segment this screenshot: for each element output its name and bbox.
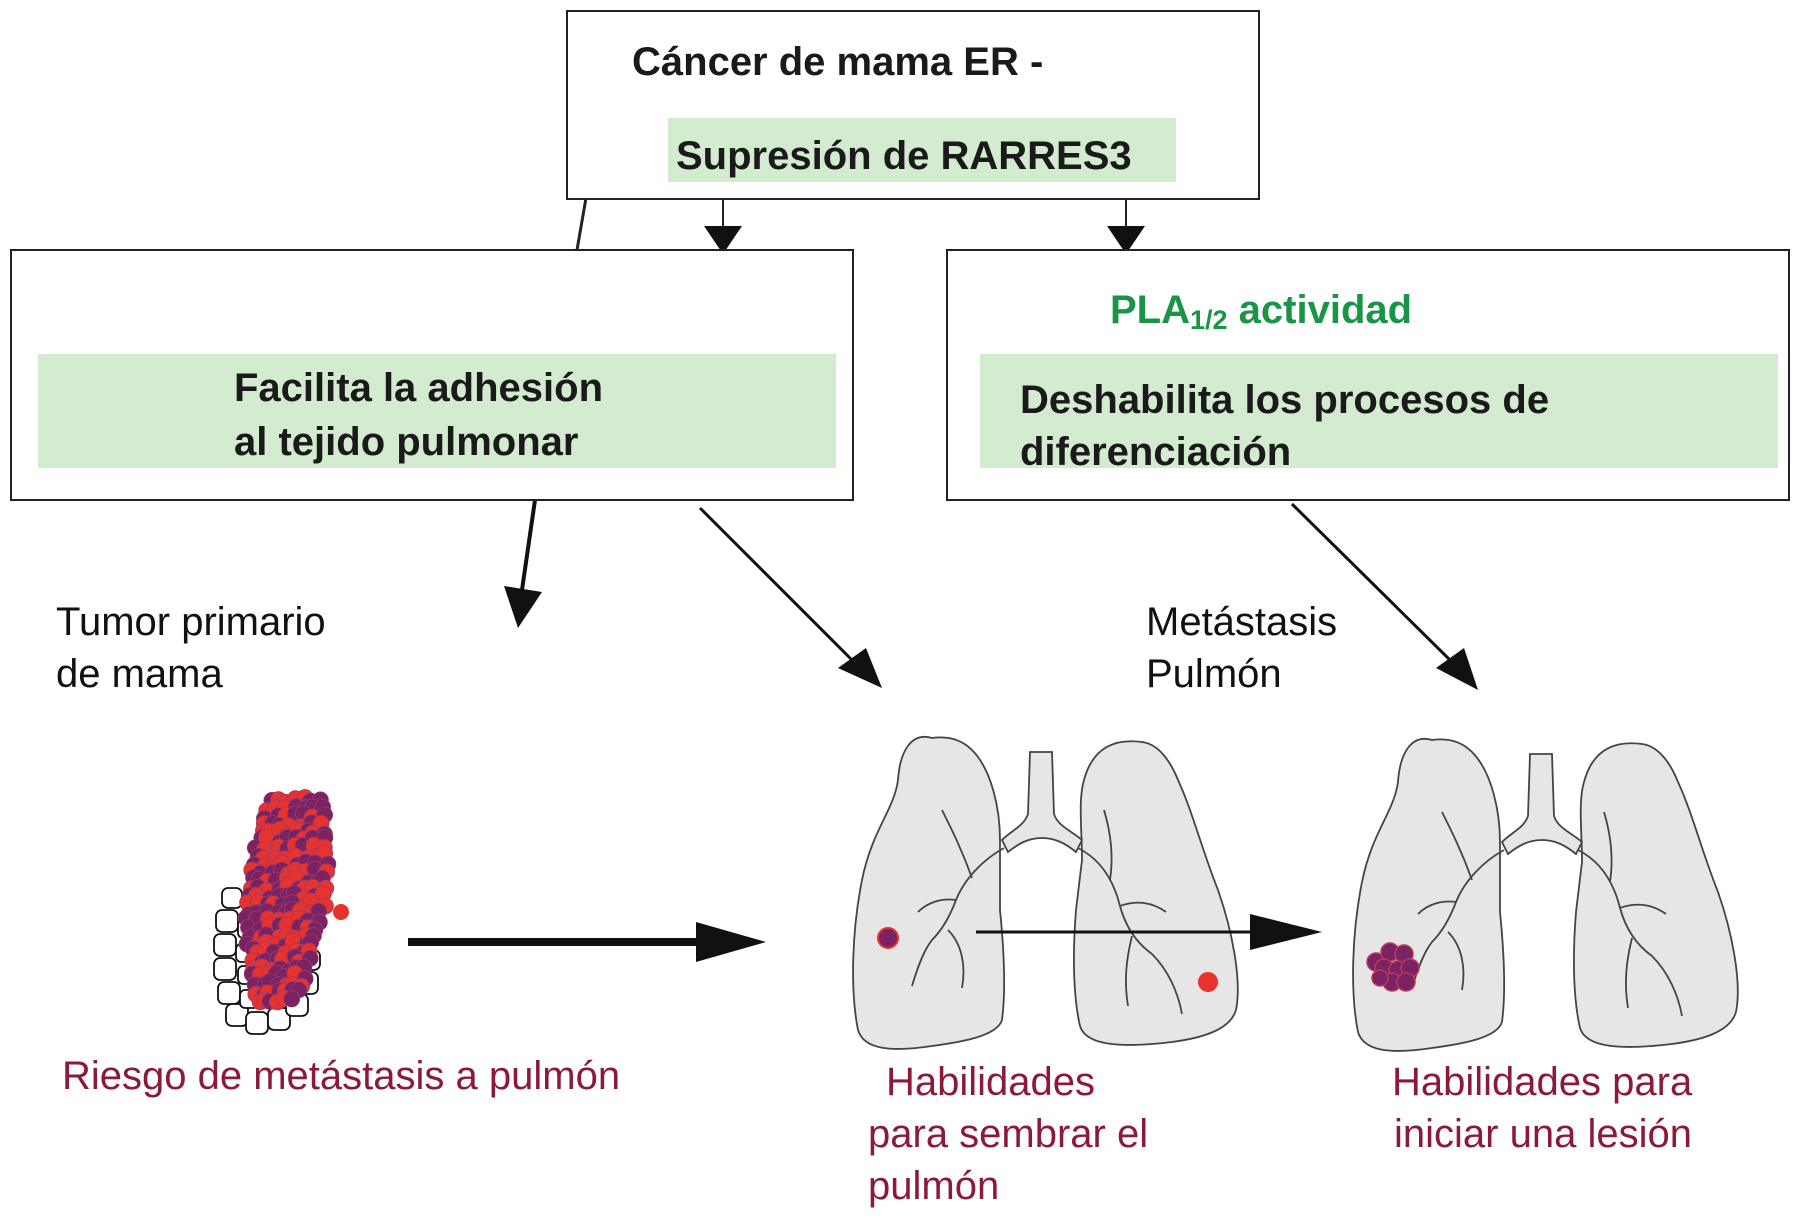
pla-main: PLA — [1110, 288, 1190, 332]
seed-caption-2: para sembrar el — [868, 1112, 1149, 1156]
arrow-to-seed-lung — [698, 506, 882, 688]
seed-caption-1: Habilidades — [886, 1060, 1096, 1104]
arrow-tumor-to-lung — [408, 922, 766, 962]
left-box-line-1: Facilita la adhesión — [234, 366, 604, 410]
pla-tail: actividad — [1227, 288, 1413, 332]
lung-lesion-illustration — [1352, 737, 1739, 1052]
lesion-caption-2: iniciar una lesión — [1394, 1112, 1692, 1156]
primary-tumor-label-1: Tumor primario — [56, 600, 326, 644]
arrow-to-lesion-lung — [1290, 502, 1478, 690]
lesion-cluster — [1366, 942, 1420, 992]
connector-line — [575, 197, 588, 251]
primary-tumor-illustration — [213, 789, 349, 1035]
pla-subscript: 1/2 — [1190, 305, 1228, 335]
arrow-to-primary-tumor — [504, 499, 542, 628]
primary-tumor-label-2: de mama — [56, 652, 223, 696]
risk-caption: Riesgo de metástasis a pulmón — [62, 1054, 621, 1098]
top-highlight — [668, 118, 1176, 182]
metastasis-label-2: Pulmón — [1146, 652, 1282, 696]
left-highlight — [38, 354, 836, 468]
arrow-top-to-left — [704, 200, 742, 254]
seed-caption-3: pulmón — [868, 1164, 1000, 1208]
arrow-lung-to-lung — [976, 914, 1322, 950]
top-box-title: Cáncer de mama ER - — [632, 40, 1044, 84]
top-box-highlight-text: Supresión de RARRES3 — [676, 134, 1132, 178]
metastasis-label-1: Metástasis — [1146, 600, 1338, 644]
right-highlight — [980, 354, 1778, 468]
right-box-line-2: diferenciación — [1020, 430, 1292, 474]
right-box-line-1: Deshabilita los procesos de — [1020, 378, 1550, 422]
arrow-top-to-right — [1107, 200, 1145, 254]
lesion-caption-1: Habilidades para — [1392, 1060, 1693, 1104]
tumor-cell — [283, 990, 301, 1008]
lung-seeding-illustration — [852, 735, 1239, 1050]
left-box-line-2: al tejido pulmonar — [234, 420, 579, 464]
pla-activity-label: PLA1/2 actividad — [1110, 284, 1412, 346]
